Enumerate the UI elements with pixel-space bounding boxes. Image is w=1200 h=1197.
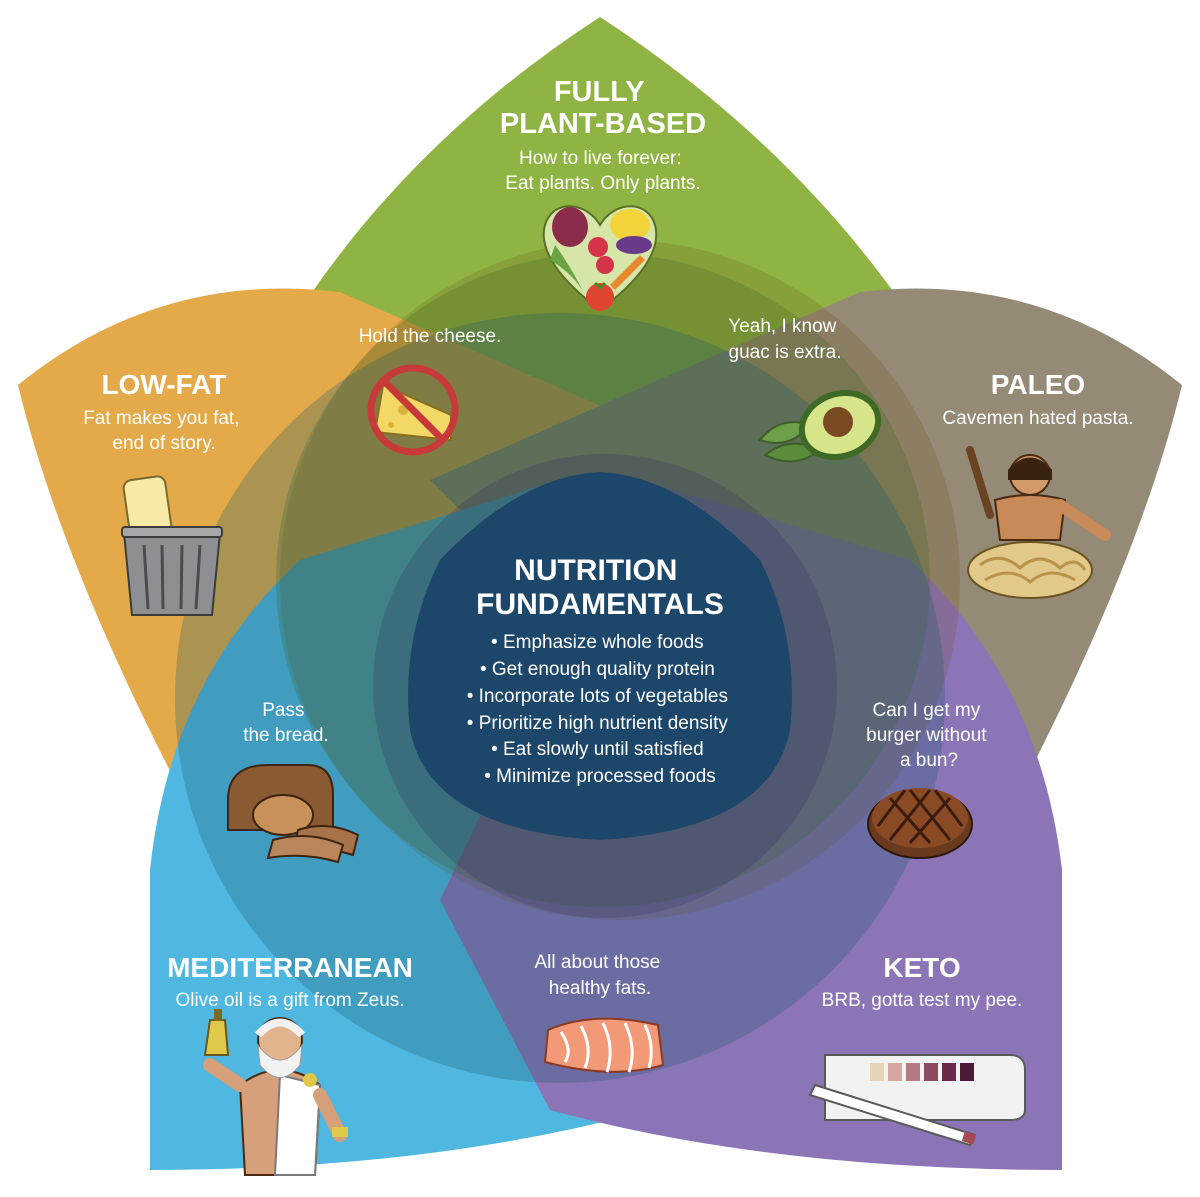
burger-patty-icon: [867, 788, 973, 859]
butter-trash-can-icon: [121, 475, 223, 616]
no-cheese-icon: [367, 364, 459, 456]
center-bullet: • Get enough quality protein: [480, 659, 715, 680]
ketone-test-strip-icon: [808, 1054, 1026, 1147]
plant-based-tagline: How to live forever: Eat plants. Only pl…: [505, 148, 700, 194]
overlap-plant-paleo-label: Yeah, I know guac is extra.: [728, 316, 841, 363]
center-bullet: • Prioritize high nutrient density: [467, 713, 729, 734]
center-bullet: • Minimize processed foods: [484, 766, 716, 787]
salmon-fillet-icon: [543, 1017, 665, 1073]
zeus-olive-oil-icon: [203, 1009, 348, 1176]
vegetable-heart-icon: [542, 205, 658, 312]
center-bullet: • Incorporate lots of vegetables: [467, 686, 728, 707]
paleo-tagline: Cavemen hated pasta.: [942, 408, 1133, 429]
overlap-mediterranean-keto-label: All about those healthy fats.: [535, 952, 666, 999]
center-bullet: • Emphasize whole foods: [491, 632, 704, 653]
center-bullet: • Eat slowly until satisfied: [491, 739, 704, 760]
avocado-icon: [758, 389, 882, 463]
center-bullets: • Emphasize whole foods • Get enough qua…: [467, 632, 733, 787]
keto-tagline: BRB, gotta test my pee.: [822, 990, 1023, 1011]
low-fat-title: LOW-FAT: [102, 369, 227, 400]
center-region: [408, 472, 792, 840]
mediterranean-title: MEDITERRANEAN: [167, 952, 413, 983]
plant-based-title: FULLY PLANT-BASED: [500, 76, 706, 140]
mediterranean-tagline: Olive oil is a gift from Zeus.: [175, 990, 404, 1011]
low-fat-tagline: Fat makes you fat, end of story.: [83, 408, 245, 454]
caveman-pasta-icon: [966, 446, 1111, 599]
paleo-title: PALEO: [991, 369, 1085, 400]
overlap-plant-lowfat-label: Hold the cheese.: [359, 326, 502, 347]
bread-loaf-icon: [227, 764, 360, 864]
keto-title: KETO: [883, 952, 960, 983]
overlap-paleo-keto-label: Can I get my burger without a bun?: [866, 700, 992, 771]
overlap-lowfat-mediterranean-label: Pass the bread.: [243, 700, 329, 746]
center-title: NUTRITION FUNDAMENTALS: [476, 554, 724, 621]
